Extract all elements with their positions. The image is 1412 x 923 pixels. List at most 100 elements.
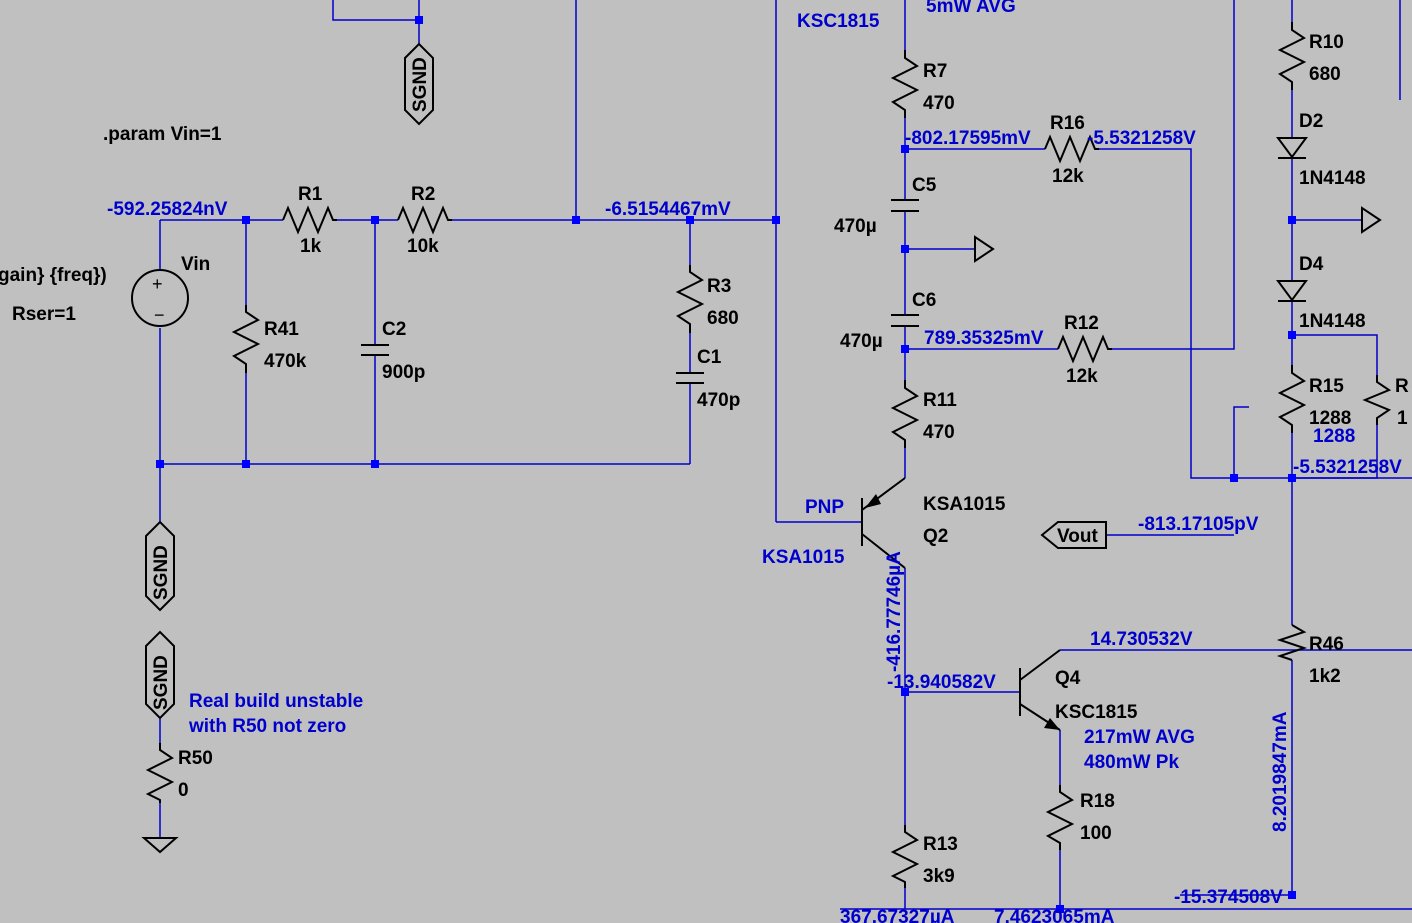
resistor-far-right[interactable] [1362,375,1392,425]
r18-value: 100 [1080,823,1112,844]
resistor-r18[interactable] [1045,785,1075,850]
reading-vout: -813.17105pV [1138,514,1259,535]
c6-value: 470µ [840,331,883,352]
q2-type-label: PNP [805,497,844,518]
resistor-r3[interactable] [675,265,705,333]
note-line-2: with R50 not zero [188,716,346,737]
reading-bottom-right: -15.374508V [1174,887,1283,908]
resistor-r2[interactable] [397,205,452,235]
output-arrow-diode [1361,206,1382,234]
r15-name: R15 [1309,376,1344,397]
resistor-r15[interactable] [1277,365,1307,433]
c5-value: 470µ [834,216,877,237]
r41-name: R41 [264,319,299,340]
r15-value: 1288 [1309,408,1351,429]
resistor-r11[interactable] [890,380,920,448]
resistor-r10[interactable] [1277,22,1307,90]
r46-name: R46 [1309,634,1344,655]
vin-rser: Rser=1 [12,304,76,325]
svg-text:−: − [154,305,165,325]
sgnd-flag-mid[interactable]: SGND [145,520,175,612]
output-arrow-c5 [974,235,995,263]
sgnd-flag-top[interactable]: SGND [404,42,434,126]
reading-r15-node: -5.5321258V [1293,457,1402,478]
q2-model: KSA1015 [923,494,1006,515]
r13-name: R13 [923,834,958,855]
vout-flag-label: Vout [1057,526,1098,547]
transistor-q2[interactable] [861,477,906,569]
resistor-r1[interactable] [282,205,337,235]
sgnd-flag-low[interactable]: SGND [145,630,175,720]
r46-value: 1k2 [1309,666,1341,687]
reading-bottom-left-current: 367.67327µA [840,907,955,923]
wires [159,0,1412,910]
sgnd-flag-mid-label: SGND [151,545,172,600]
vin-name: Vin [181,254,210,275]
top-transistor-power: 5mW AVG [926,0,1016,17]
r10-name: R10 [1309,32,1344,53]
vout-flag[interactable]: Vout [1040,521,1107,549]
r13-value: 3k9 [923,866,955,887]
reading-input-node: -592.25824nV [107,199,228,220]
r16-name: R16 [1050,113,1085,134]
resistor-r13[interactable] [890,825,920,888]
capacitor-c5[interactable] [891,199,919,212]
resistor-r50[interactable] [145,743,175,803]
q4-model: KSC1815 [1055,702,1138,723]
junction-dots [156,16,1296,913]
c1-name: C1 [697,347,722,368]
reading-r46-current: 8.2019847mA [1270,711,1291,832]
reading-bottom-mid-current: 7.4623065mA [994,907,1115,923]
r1-name: R1 [298,184,323,205]
resistor-r41[interactable] [231,305,261,373]
reading-r15-extra: 1288 [1313,426,1355,447]
reading-q2-current: -416.77746µA [884,551,905,672]
diode-d2[interactable] [1276,137,1308,159]
ground-symbol-r50 [141,837,179,854]
c5-name: C5 [912,175,937,196]
vin-expression: gain} {freq}) [0,265,107,286]
r3-value: 680 [707,308,739,329]
r50-name: R50 [178,748,213,769]
sgnd-flag-top-label: SGND [410,57,431,112]
sgnd-flag-low-label: SGND [151,655,172,710]
voltage-source-vin[interactable]: + − [131,269,189,327]
r1-value: 1k [300,236,322,257]
q4-power-pk: 480mW Pk [1084,752,1179,773]
r16-value: 12k [1052,166,1084,187]
q2-name: Q2 [923,526,948,547]
c1-value: 470p [697,390,740,411]
resistor-r12[interactable] [1057,334,1112,364]
d4-value: 1N4148 [1299,311,1366,332]
r10-value: 680 [1309,64,1341,85]
reading-c6-node: 789.35325mV [924,328,1044,349]
far-right-resistor-name: R [1395,376,1409,397]
capacitor-c2[interactable] [361,344,389,356]
diode-d4[interactable] [1276,280,1308,302]
r50-value: 0 [178,780,189,801]
r7-value: 470 [923,93,955,114]
resistor-r7[interactable] [890,50,920,118]
spice-directive: .param Vin=1 [103,124,222,145]
q4-power-avg: 217mW AVG [1084,727,1195,748]
d2-name: D2 [1299,111,1323,132]
q4-name: Q4 [1055,668,1081,689]
r7-name: R7 [923,61,947,82]
c2-name: C2 [382,319,406,340]
component-labels: .param Vin=1 Vin gain} {freq}) Rser=1 R1… [0,32,1409,887]
capacitor-c6[interactable] [891,314,919,327]
reading-r16-node: -5.5321258V [1087,128,1196,149]
note-line-1: Real build unstable [189,691,363,712]
r2-name: R2 [411,184,435,205]
r18-name: R18 [1080,791,1115,812]
r3-name: R3 [707,276,731,297]
capacitor-c1[interactable] [676,372,704,384]
resistor-r46[interactable] [1276,624,1308,661]
d4-name: D4 [1299,254,1324,275]
transistor-q4[interactable] [1019,649,1061,731]
c2-value: 900p [382,362,425,383]
d2-value: 1N4148 [1299,168,1366,189]
far-right-resistor-value: 1 [1397,408,1408,429]
resistor-r16[interactable] [1044,134,1099,164]
